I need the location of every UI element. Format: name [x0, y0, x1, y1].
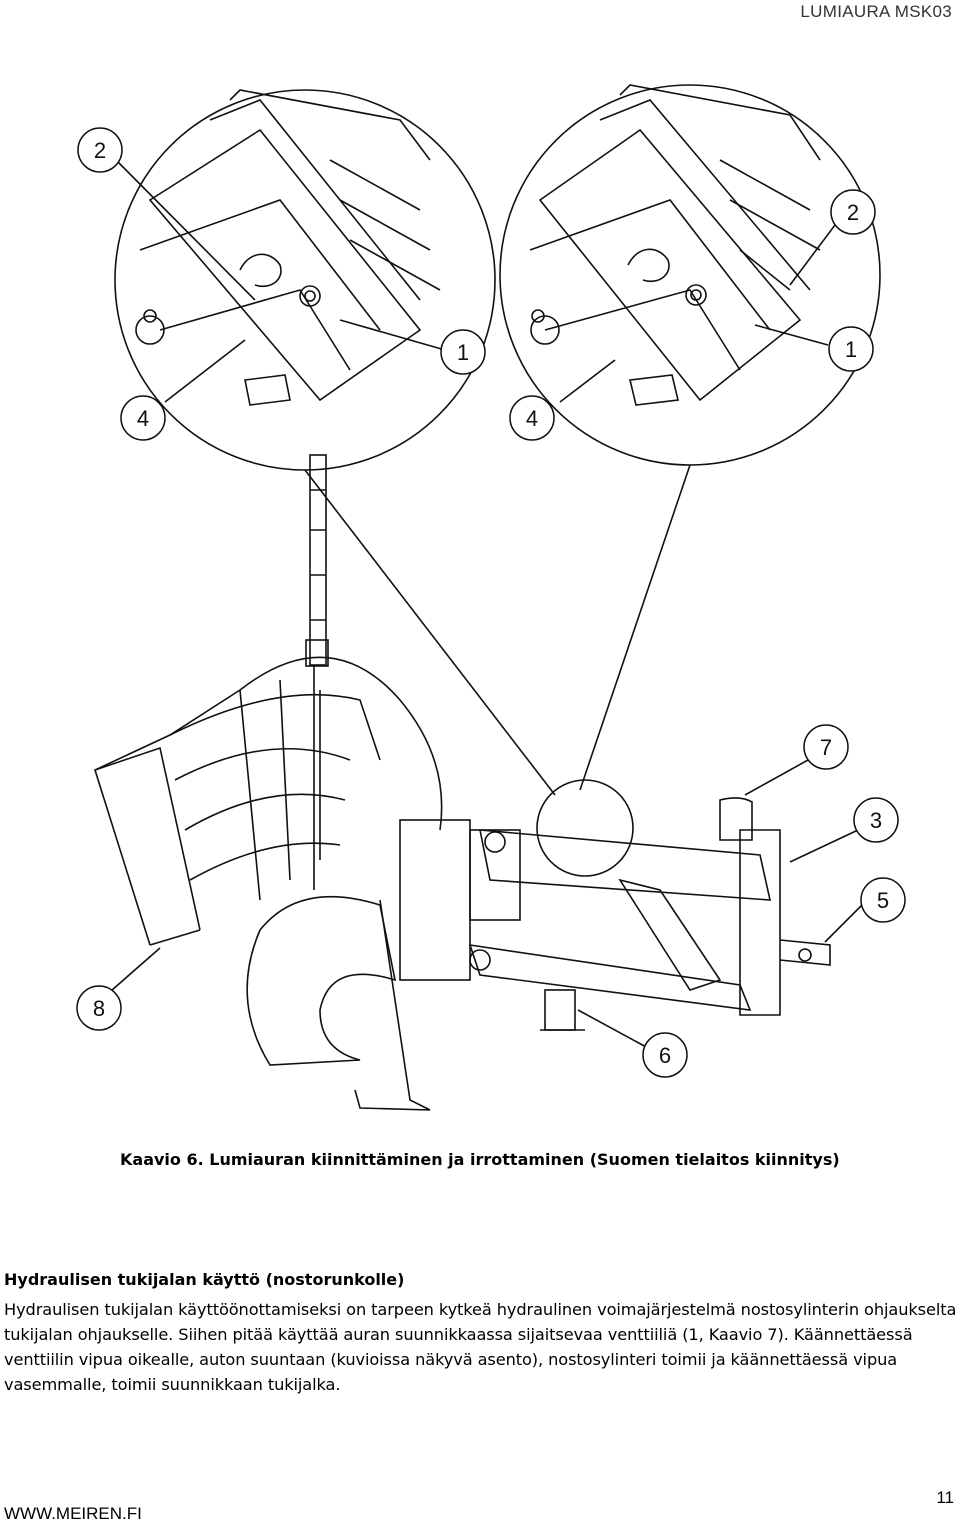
technical-drawing: 2 1 4 2 1 4 7 3 5 6 8: [76, 84, 906, 1111]
callout-2-right: 2: [847, 200, 859, 225]
callout-8: 8: [93, 996, 105, 1021]
document-header: LUMIAURA MSK03: [800, 2, 952, 21]
callout-5: 5: [877, 888, 889, 913]
callout-1-left: 1: [457, 340, 469, 365]
callout-6: 6: [659, 1043, 671, 1068]
right-detail-view: [499, 84, 881, 466]
callout-4-right: 4: [526, 406, 538, 431]
callout-2-left: 2: [94, 138, 106, 163]
callout-1-right: 1: [845, 337, 857, 362]
callout-4-left: 4: [137, 406, 149, 431]
frame-assembly: [399, 797, 831, 1031]
callout-7: 7: [820, 735, 832, 760]
left-detail-view: [114, 89, 496, 471]
figure-caption: Kaavio 6. Lumiauran kiinnittäminen ja ir…: [120, 1150, 840, 1169]
marker-post: [305, 454, 329, 890]
section-paragraph: Hydraulisen tukijalan käyttöönottamiseks…: [4, 1300, 957, 1394]
footer-url[interactable]: WWW.MEIREN.FI: [4, 1504, 142, 1523]
section-heading: Hydraulisen tukijalan käyttö (nostorunko…: [4, 1270, 405, 1289]
plough-blade: [94, 656, 443, 946]
callout-3: 3: [870, 808, 882, 833]
page-number: 11: [936, 1488, 954, 1507]
